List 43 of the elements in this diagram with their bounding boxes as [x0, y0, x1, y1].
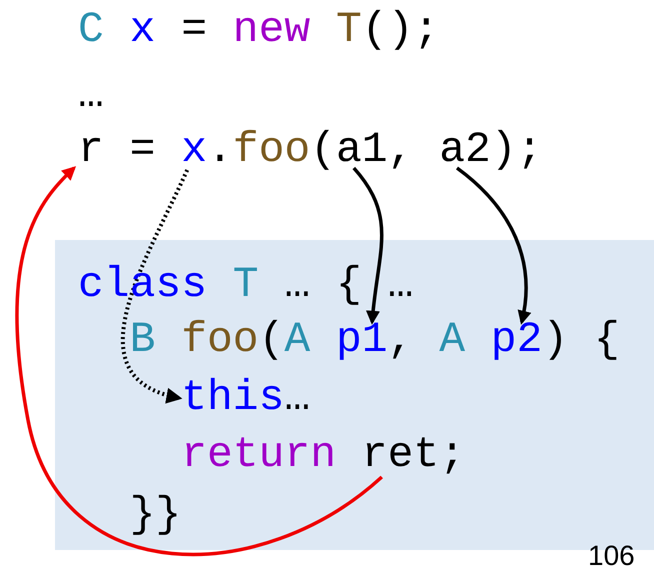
code-text: … [284, 263, 310, 307]
code-token: ret [362, 433, 440, 477]
code-text: = [130, 128, 156, 172]
code-text: ); [490, 128, 542, 172]
code-text: = [181, 8, 207, 52]
code-text: . [207, 128, 233, 172]
code-text: B [130, 318, 156, 362]
code-text: new [232, 8, 310, 52]
code-text: A [284, 318, 310, 362]
code-token: p2 [490, 318, 542, 362]
code-token: p1 [336, 318, 388, 362]
page-number: 106 [588, 540, 635, 572]
code-text: , [388, 318, 414, 362]
code-token: x [181, 128, 207, 172]
code-text: { [594, 318, 620, 362]
code-text: … [284, 376, 310, 420]
code-text: … [78, 73, 104, 117]
arrow [15, 166, 383, 556]
arrow [456, 166, 531, 325]
code-token: a2 [439, 128, 491, 172]
code-text: ) [542, 318, 568, 362]
code-token: a1 [336, 128, 388, 172]
code-text: T [232, 263, 259, 307]
code-text: (); [362, 8, 440, 52]
code-text: foo [232, 128, 310, 172]
code-text: , [388, 128, 414, 172]
code-text: x [130, 8, 156, 52]
code-text: }} [130, 493, 182, 537]
code-text: … [388, 263, 414, 307]
code-text: { [336, 263, 362, 307]
code-text: ( [310, 128, 336, 172]
code-text: ; [439, 433, 465, 477]
code-token: r [78, 128, 104, 172]
arrow [352, 166, 384, 325]
code-text: class [78, 263, 208, 307]
code-token: this [181, 376, 284, 420]
code-text: ( [258, 318, 284, 362]
code-text: foo [181, 318, 259, 362]
code-text: T [336, 8, 362, 52]
code-text: return [181, 433, 336, 477]
code-text: C [78, 8, 104, 52]
code-text: A [439, 318, 465, 362]
arrow [121, 169, 189, 402]
